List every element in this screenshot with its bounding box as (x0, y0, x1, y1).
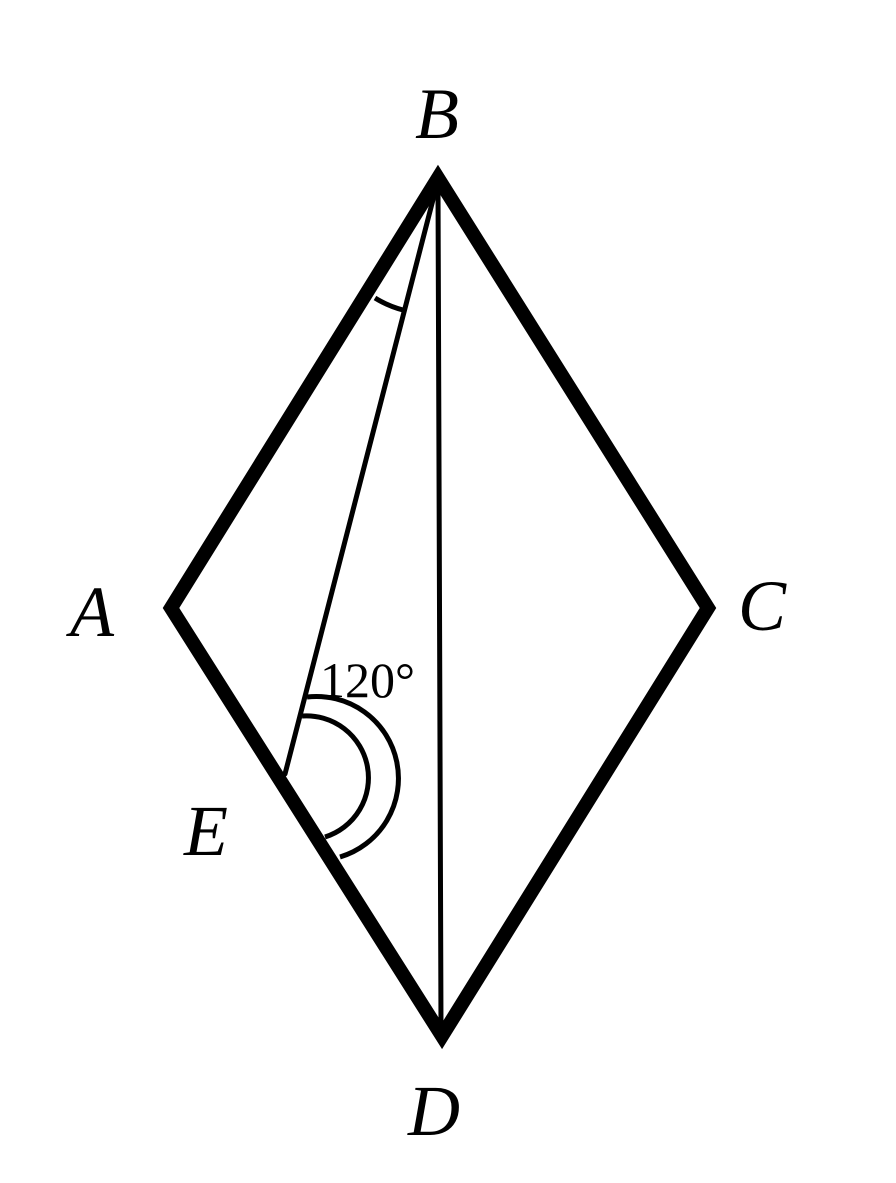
point-label-c: C (738, 566, 787, 646)
angle-arc-bed-outer (306, 693, 401, 860)
rhombus-abcd (162, 164, 717, 1050)
angle-arc-bed-inner (301, 713, 371, 840)
point-label-b: B (415, 74, 459, 154)
angle-label-bed: 120° (320, 652, 415, 708)
angle-arc-abe (373, 295, 404, 313)
point-label-d: D (407, 1071, 460, 1151)
segment-be (282, 185, 439, 777)
point-label-e: E (183, 791, 228, 871)
diagonal-bd (435, 183, 444, 1031)
point-label-a: A (66, 572, 115, 652)
